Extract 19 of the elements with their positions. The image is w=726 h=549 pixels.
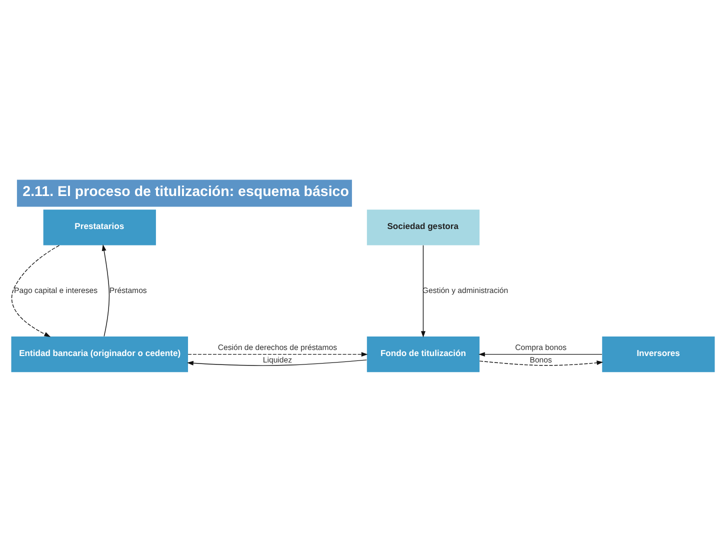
node-box: Inversores: [602, 336, 715, 372]
node-box: Fondo de titulización: [366, 336, 480, 372]
node-box: Prestatarios: [43, 210, 156, 246]
arrow: [186, 360, 367, 366]
arrow: [188, 352, 368, 357]
edge-label: Liquidez: [262, 356, 292, 365]
arrow: [479, 360, 604, 366]
arrow: [102, 244, 110, 337]
node-box: Sociedad gestora: [366, 210, 480, 246]
edge-label: Cesión de derechos de préstamos: [218, 342, 338, 352]
edge-label: Compra bonos: [515, 342, 567, 352]
arrow: [420, 245, 426, 338]
edge-label: Préstamos: [109, 286, 147, 295]
arrow: [478, 352, 602, 357]
edge-label: Pago capital e intereses: [14, 286, 98, 295]
diagram-title: 2.11. El proceso de titulización: esquema básico: [22, 184, 349, 200]
edge-label: Bonos: [530, 356, 552, 365]
node-box: Entidad bancaria (originador o cedente): [11, 336, 188, 372]
arrow: [11, 245, 60, 337]
